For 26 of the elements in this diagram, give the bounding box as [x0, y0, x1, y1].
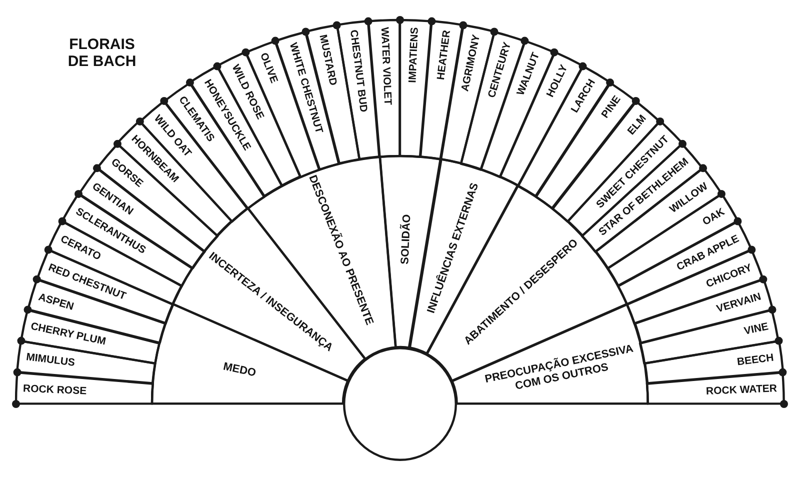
remedy-sector	[647, 372, 784, 404]
remedy-label: AGRIMONY	[459, 34, 484, 93]
remedy-label: BEECH	[736, 351, 775, 368]
remedy-sector	[644, 340, 783, 384]
remedy-label: IMPATIENS	[407, 27, 422, 84]
remedy-sector	[640, 310, 779, 364]
remedy-sector	[420, 21, 464, 160]
remedy-label: ROCK ROSE	[23, 382, 88, 398]
remedy-label: VINE	[743, 320, 770, 338]
remedy-label: MIMULUS	[25, 351, 76, 370]
remedy-label: OLIVE	[257, 50, 280, 85]
remedy-label: CHERRY PLUM	[30, 320, 108, 348]
remedy-sector	[336, 21, 380, 160]
remedy-label: HEATHER	[434, 29, 453, 80]
group-label: MEDO	[220, 359, 258, 381]
remedy-sector	[16, 372, 153, 404]
remedy-sector	[368, 20, 400, 157]
remedy-sector	[400, 20, 432, 157]
remedy-label: CHESTNUT BUD	[347, 29, 370, 113]
remedy-label: ASPEN	[36, 290, 76, 313]
chart-title: FLORAIS DE BACH	[66, 36, 138, 70]
group-sector	[409, 159, 518, 354]
remedy-label: ROCK WATER	[705, 382, 777, 398]
center-circle	[343, 347, 457, 461]
group-label: SOLIDÃO	[398, 213, 414, 267]
remedy-label: WATER VIOLET	[378, 27, 394, 106]
